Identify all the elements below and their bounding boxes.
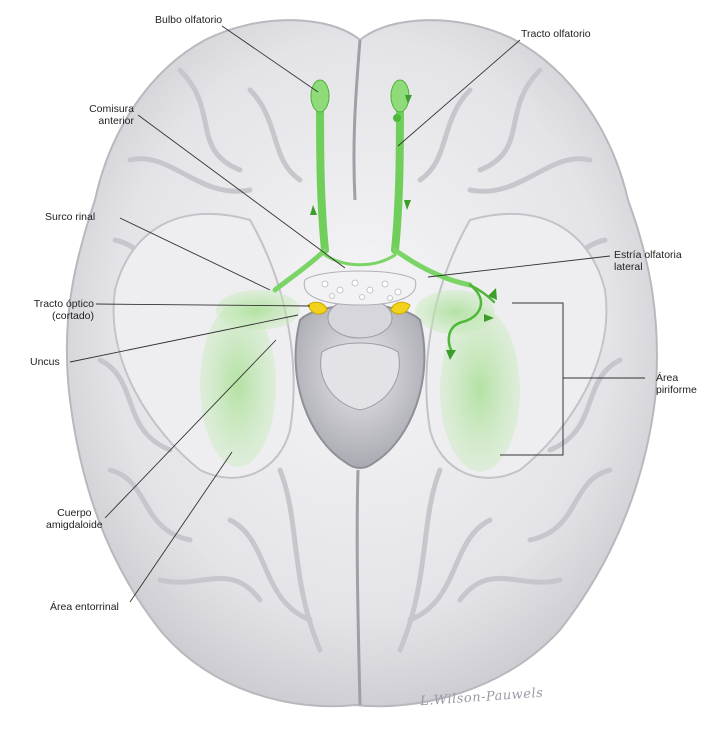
left-olfactory-bulb [310,79,330,113]
leader-lines [69,25,611,603]
olfactory-node [393,114,401,122]
anterior-perforated-substance [303,270,417,306]
label-bulbo-olfatorio: Bulbo olfatorio [155,14,223,26]
left-optic-tract [307,301,328,315]
label-area-entorrinal: Área entorrinal [50,601,119,613]
label-area-piriforme: Área piriforme [656,372,697,396]
label-estria-olfatoria-lateral: Estría olfatoria lateral [614,249,682,273]
left-uncus-green [216,290,300,330]
right-piriform-area [440,308,520,472]
right-optic-tract [390,301,411,315]
label-surco-rinal: Surco rinal [45,211,96,223]
label-uncus: Uncus [30,356,60,368]
label-comisura-anterior: Comisura anterior [89,103,134,127]
label-tracto-optico: Tracto óptico (cortado) [33,298,94,322]
longitudinal-fissure [352,39,362,706]
left-piriform-area [200,303,276,467]
label-cuerpo-amigdaloide: Cuerpo amigdaloide [46,507,103,531]
label-tracto-olfatorio: Tracto olfatorio [521,28,591,40]
piriforme-bracket [500,302,645,456]
right-uncus-green [415,290,495,334]
direction-arrows [310,95,497,360]
cerebral-peduncle [320,342,400,411]
